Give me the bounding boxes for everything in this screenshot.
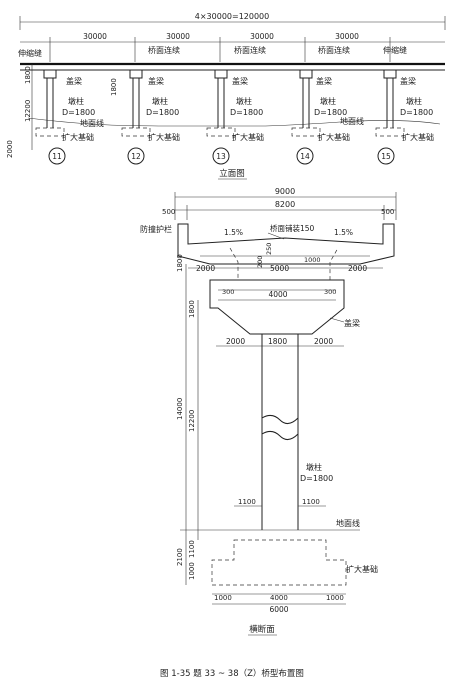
elev-span-1: 30000: [83, 32, 107, 41]
elev-span-3: 30000: [250, 32, 274, 41]
elevation-view: 4×30000=120000 30000 30000 30000 30000 伸…: [6, 12, 446, 180]
elev-deck-link-1: 桥面连续: [148, 45, 180, 55]
sec-dim-250: 250: [265, 243, 273, 255]
elev-dim-left-3: 2000: [6, 140, 14, 158]
sec-dim-1100-right: 1100: [302, 498, 320, 506]
sec-bot-dim-2: 4000: [270, 594, 288, 602]
sec-pavement-label: 桥面铺装150: [270, 223, 315, 233]
elev-span-2: 30000: [166, 32, 190, 41]
pier-no-11: 11: [52, 152, 62, 161]
sec-inner-width: 8200: [275, 200, 295, 209]
elev-found-3: 扩大基础: [232, 132, 264, 142]
cross-section-view: 9000 8200 500 500 防撞护栏 1.5% 1.5% 桥面铺装150…: [140, 187, 397, 636]
sec-slope-right: 1.5%: [334, 228, 353, 237]
sec-found-label: 扩大基础: [346, 564, 378, 574]
sec-top-width: 9000: [275, 187, 295, 196]
sec-left-dim-3: 14000: [176, 398, 184, 420]
sec-cap-dim-2: 1800: [268, 337, 287, 346]
sec-railing-label: 防撞护栏: [140, 224, 172, 234]
elev-pier-2: 墩柱: [152, 96, 168, 106]
elev-found-4: 扩大基础: [318, 132, 350, 142]
sec-dim-300b: 300: [324, 288, 336, 296]
figure-caption: 图 1-35 题 33 ~ 38（Z）桥型布置图: [160, 668, 304, 679]
sec-mid-dim-3: 2000: [348, 264, 367, 273]
sec-left-dim-1: 1800: [176, 254, 184, 272]
sec-dim-1100-left: 1100: [238, 498, 256, 506]
sec-dim-300: 300: [222, 288, 234, 296]
elev-piers: [43, 69, 397, 128]
elev-found-1: 扩大基础: [62, 132, 94, 142]
elev-found-2: 扩大基础: [148, 132, 180, 142]
elev-dim-1800b: 1800: [110, 78, 118, 96]
elev-exp-joint-left: 伸缩缝: [18, 48, 42, 58]
pier-no-12: 12: [131, 152, 141, 161]
sec-mid-dim-1: 2000: [196, 264, 215, 273]
sec-cap-dim-3: 2000: [314, 337, 333, 346]
sec-left-dim-7: 1000: [188, 562, 196, 580]
sec-cap-label: 盖梁: [344, 318, 360, 328]
sec-bot-dim-3: 1000: [326, 594, 344, 602]
sec-dim-1000: 1000: [304, 256, 321, 264]
elev-deck-link-3: 桥面连续: [318, 45, 350, 55]
elev-cap-5: 盖梁: [400, 76, 416, 86]
elev-pier-3: 墩柱: [236, 96, 252, 106]
elev-dim-left-1: 1800: [24, 66, 32, 84]
sec-bottom-total: 6000: [269, 605, 288, 614]
sec-edge-left: 500: [162, 208, 175, 216]
sec-dim-200: 200: [256, 256, 264, 268]
sec-left-dim-5: 2100: [176, 548, 184, 566]
sec-mid-dim-2: 5000: [270, 264, 289, 273]
elev-pier-4: 墩柱: [320, 96, 336, 106]
elev-dia-3: D=1800: [230, 108, 263, 117]
sec-left-dim-4: 12200: [188, 410, 196, 432]
elev-title: 立面图: [219, 168, 245, 179]
pier-no-14: 14: [300, 152, 310, 161]
elev-dia-2: D=1800: [146, 108, 179, 117]
sec-cap-dim-1: 2000: [226, 337, 245, 346]
pier-no-15: 15: [381, 152, 391, 161]
elev-cap-3: 盖梁: [232, 76, 248, 86]
pier-no-13: 13: [216, 152, 226, 161]
elev-cap-1: 盖梁: [66, 76, 82, 86]
elev-dia-5: D=1800: [400, 108, 433, 117]
elev-ground-2: 地面线: [340, 116, 364, 126]
elev-span-4: 30000: [335, 32, 359, 41]
sec-left-dim-6: 1100: [188, 540, 196, 558]
elev-foundations: [35, 127, 405, 137]
elev-ground-1: 地面线: [80, 118, 104, 128]
sec-ground-label: 地面线: [336, 518, 360, 528]
sec-left-dim-2: 1800: [188, 300, 196, 318]
elev-found-5: 扩大基础: [402, 132, 434, 142]
elev-deck-link-2: 桥面连续: [234, 45, 266, 55]
elev-dim-left-2: 12200: [24, 100, 32, 122]
sec-bot-dim-1: 1000: [214, 594, 232, 602]
elev-total-dim: 4×30000=120000: [195, 12, 269, 21]
sec-slope-left: 1.5%: [224, 228, 243, 237]
elev-dia-4: D=1800: [314, 108, 347, 117]
sec-cap-width: 4000: [268, 290, 287, 299]
elev-pier-numbers: 11 12 13 14 15: [48, 147, 395, 165]
elev-pier-1: 墩柱: [68, 96, 84, 106]
sec-pier-dia: D=1800: [300, 474, 333, 483]
elev-pier-5: 墩柱: [406, 96, 422, 106]
elev-dia-1: D=1800: [62, 108, 95, 117]
sec-edge-right: 500: [381, 208, 394, 216]
elev-cap-4: 盖梁: [316, 76, 332, 86]
sec-pier-label: 墩柱: [306, 462, 322, 472]
elev-exp-joint-right: 伸缩缝: [383, 45, 407, 55]
sec-title: 横断面: [249, 624, 275, 635]
elev-cap-2: 盖梁: [148, 76, 164, 86]
